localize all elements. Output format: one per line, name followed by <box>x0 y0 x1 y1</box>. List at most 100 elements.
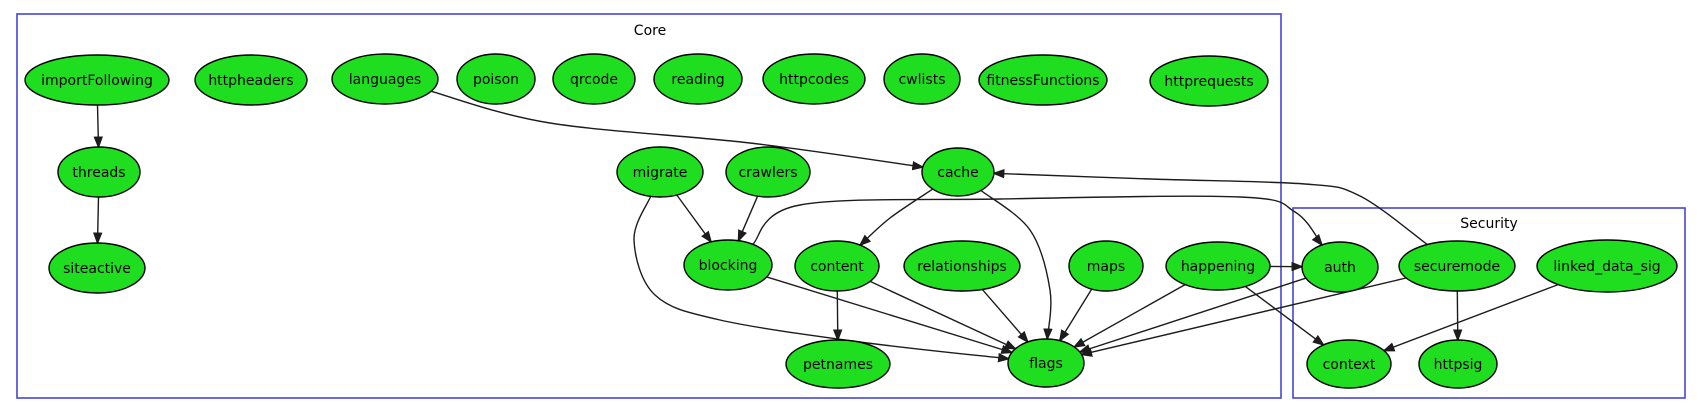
node-ellipse-crawlers <box>725 146 811 198</box>
cluster-security-border <box>1292 207 1686 399</box>
node-label-relationships: relationships <box>917 259 1007 275</box>
graph-node-crawlers: crawlers <box>725 146 811 198</box>
graph-node-threads: threads <box>57 146 141 198</box>
node-ellipse-qrcode <box>552 53 636 105</box>
node-ellipse-linked_data_sig <box>1536 239 1678 293</box>
node-label-httprequests: httprequests <box>1164 74 1253 90</box>
node-label-reading: reading <box>671 72 724 88</box>
node-label-petnames: petnames <box>803 357 873 373</box>
node-label-securemode: securemode <box>1414 259 1500 275</box>
node-ellipse-auth <box>1301 241 1379 293</box>
graph-node-cwlists: cwlists <box>883 53 961 105</box>
node-ellipse-petnames <box>785 339 891 389</box>
cluster-security-label: Security <box>1460 216 1518 232</box>
graph-node-relationships: relationships <box>903 240 1021 292</box>
edge-relationships-to-flags <box>981 288 1028 342</box>
node-ellipse-languages <box>331 53 439 105</box>
node-label-siteactive: siteactive <box>63 261 131 277</box>
edge-threads-to-siteactive <box>98 196 99 243</box>
node-ellipse-cwlists <box>883 53 961 105</box>
node-label-context: context <box>1323 357 1376 373</box>
node-label-migrate: migrate <box>633 165 688 181</box>
node-label-httpsig: httpsig <box>1434 357 1483 373</box>
node-ellipse-poison <box>456 53 536 105</box>
node-ellipse-httpheaders <box>194 54 308 106</box>
graph-node-auth: auth <box>1301 241 1379 293</box>
edge-blocking-to-flags <box>766 276 1012 353</box>
node-ellipse-cache <box>921 147 995 197</box>
node-ellipse-importFollowing <box>24 54 170 106</box>
node-ellipse-securemode <box>1398 240 1516 292</box>
node-ellipse-siteactive <box>48 242 146 294</box>
node-label-happening: happening <box>1181 259 1255 275</box>
edge-crawlers-to-blocking <box>738 195 759 241</box>
graph-node-linked_data_sig: linked_data_sig <box>1536 239 1678 293</box>
graph-node-httpheaders: httpheaders <box>194 54 308 106</box>
graph-node-httpcodes: httpcodes <box>762 53 866 105</box>
node-ellipse-blocking <box>683 239 773 291</box>
node-label-httpheaders: httpheaders <box>208 73 293 89</box>
edge-migrate-to-blocking <box>676 194 711 242</box>
graph-node-siteactive: siteactive <box>48 242 146 294</box>
edge-languages-to-cache <box>430 90 923 167</box>
node-label-cwlists: cwlists <box>898 72 945 88</box>
graph-node-languages: languages <box>331 53 439 105</box>
graph-node-reading: reading <box>653 53 743 105</box>
node-ellipse-reading <box>653 53 743 105</box>
edge-cache-to-content <box>860 188 934 245</box>
edge-securemode-to-httpsig <box>1457 290 1458 340</box>
graph-node-fitnessFunctions: fitnessFunctions <box>978 54 1108 106</box>
node-label-content: content <box>810 259 864 275</box>
graph-node-httpsig: httpsig <box>1418 339 1498 389</box>
graph-node-happening: happening <box>1165 241 1271 291</box>
cluster-core-border <box>16 13 1282 399</box>
edge-happening-to-context <box>1244 285 1323 345</box>
node-ellipse-content <box>794 240 880 292</box>
node-ellipse-httpsig <box>1418 339 1498 389</box>
node-ellipse-migrate <box>616 146 704 198</box>
edge-linked_data_sig-to-context <box>1384 283 1559 351</box>
node-label-threads: threads <box>72 165 125 181</box>
node-ellipse-maps <box>1068 240 1144 292</box>
node-label-flags: flags <box>1029 356 1063 372</box>
node-ellipse-threads <box>57 146 141 198</box>
edge-cache-to-flags <box>980 189 1051 340</box>
node-label-cache: cache <box>937 165 978 181</box>
graph-node-cache: cache <box>921 147 995 197</box>
graph-node-petnames: petnames <box>785 339 891 389</box>
node-label-poison: poison <box>473 72 519 88</box>
node-label-httpcodes: httpcodes <box>779 72 849 88</box>
node-ellipse-flags <box>1007 338 1085 388</box>
edge-happening-to-flags <box>1074 283 1186 347</box>
node-label-auth: auth <box>1324 260 1356 276</box>
node-label-linked_data_sig: linked_data_sig <box>1553 259 1660 275</box>
graph-node-importFollowing: importFollowing <box>24 54 170 106</box>
cluster-core-label: Core <box>634 23 666 39</box>
node-ellipse-httprequests <box>1149 55 1269 107</box>
node-label-blocking: blocking <box>699 258 758 274</box>
edge-importFollowing-to-threads <box>98 104 99 147</box>
edge-auth-to-flags <box>1080 277 1307 352</box>
edge-securemode-to-cache <box>994 173 1428 246</box>
node-ellipse-httpcodes <box>762 53 866 105</box>
graph-node-context: context <box>1306 339 1392 389</box>
edge-blocking-to-auth <box>752 195 1322 245</box>
graph-node-httprequests: httprequests <box>1149 55 1269 107</box>
graph-node-blocking: blocking <box>683 239 773 291</box>
graph-node-maps: maps <box>1068 240 1144 292</box>
graph-node-flags: flags <box>1007 338 1085 388</box>
edge-content-to-flags <box>869 280 1015 348</box>
node-label-maps: maps <box>1087 259 1125 275</box>
graph-node-migrate: migrate <box>616 146 704 198</box>
edge-content-to-petnames <box>837 290 838 340</box>
node-ellipse-happening <box>1165 241 1271 291</box>
node-ellipse-context <box>1306 339 1392 389</box>
edge-migrate-to-flags <box>633 196 1009 358</box>
node-label-qrcode: qrcode <box>570 72 618 88</box>
graph-node-qrcode: qrcode <box>552 53 636 105</box>
node-label-languages: languages <box>349 72 421 88</box>
node-label-fitnessFunctions: fitnessFunctions <box>986 73 1099 89</box>
node-label-crawlers: crawlers <box>738 165 797 181</box>
